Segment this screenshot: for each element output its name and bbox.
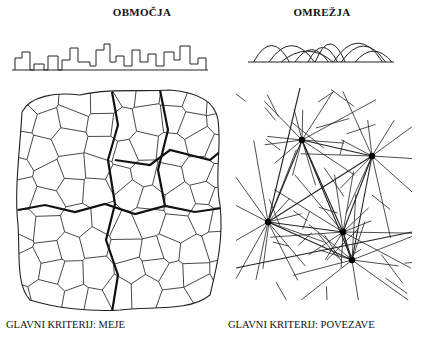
region-map — [10, 85, 230, 315]
column-heading: OMREŽJA — [293, 6, 350, 18]
skyline — [15, 44, 206, 70]
skyline-base — [12, 70, 208, 71]
network — [236, 88, 412, 300]
arcs — [248, 43, 394, 62]
criterion-caption: GLAVNI KRITERIJ: POVEZAVE — [228, 319, 375, 330]
region-outline — [17, 90, 221, 311]
main-borders — [18, 90, 222, 312]
column-heading: OBMOČJA — [113, 6, 171, 18]
criterion-caption: GLAVNI KRITERIJ: MEJE — [6, 319, 125, 330]
